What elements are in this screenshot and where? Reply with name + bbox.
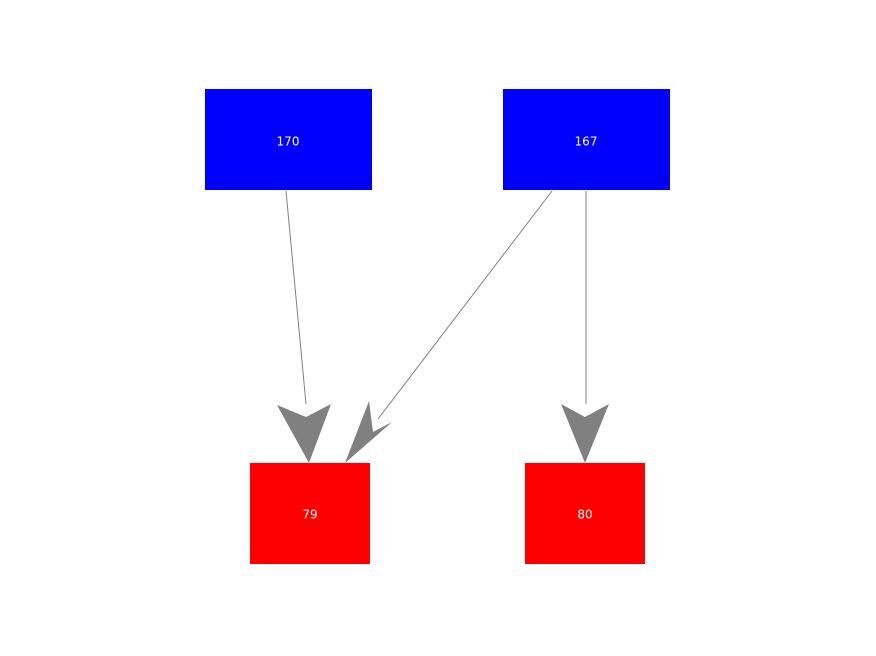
node-rect[interactable] <box>205 89 372 190</box>
graph-node[interactable]: 79 <box>250 463 370 564</box>
graph-node[interactable]: 167 <box>503 89 670 190</box>
nodes-layer: 170 167 79 80 <box>205 89 670 564</box>
graph-edge <box>277 190 331 463</box>
node-rect[interactable] <box>525 463 645 564</box>
graph-edge <box>345 190 553 463</box>
node-label: 170 <box>277 135 300 149</box>
arrowhead-icon <box>277 404 331 463</box>
node-rect[interactable] <box>250 463 370 564</box>
node-label: 167 <box>575 135 598 149</box>
edge-line <box>285 190 307 405</box>
edges-layer <box>277 190 609 463</box>
arrowhead-icon <box>561 404 609 463</box>
graph-node[interactable]: 80 <box>525 463 645 564</box>
arrowhead-icon <box>345 401 392 463</box>
edge-line <box>377 190 553 420</box>
node-rect[interactable] <box>503 89 670 190</box>
graph-node[interactable]: 170 <box>205 89 372 190</box>
node-label: 80 <box>577 508 592 522</box>
node-label: 79 <box>302 508 317 522</box>
graph-edge <box>561 191 609 463</box>
